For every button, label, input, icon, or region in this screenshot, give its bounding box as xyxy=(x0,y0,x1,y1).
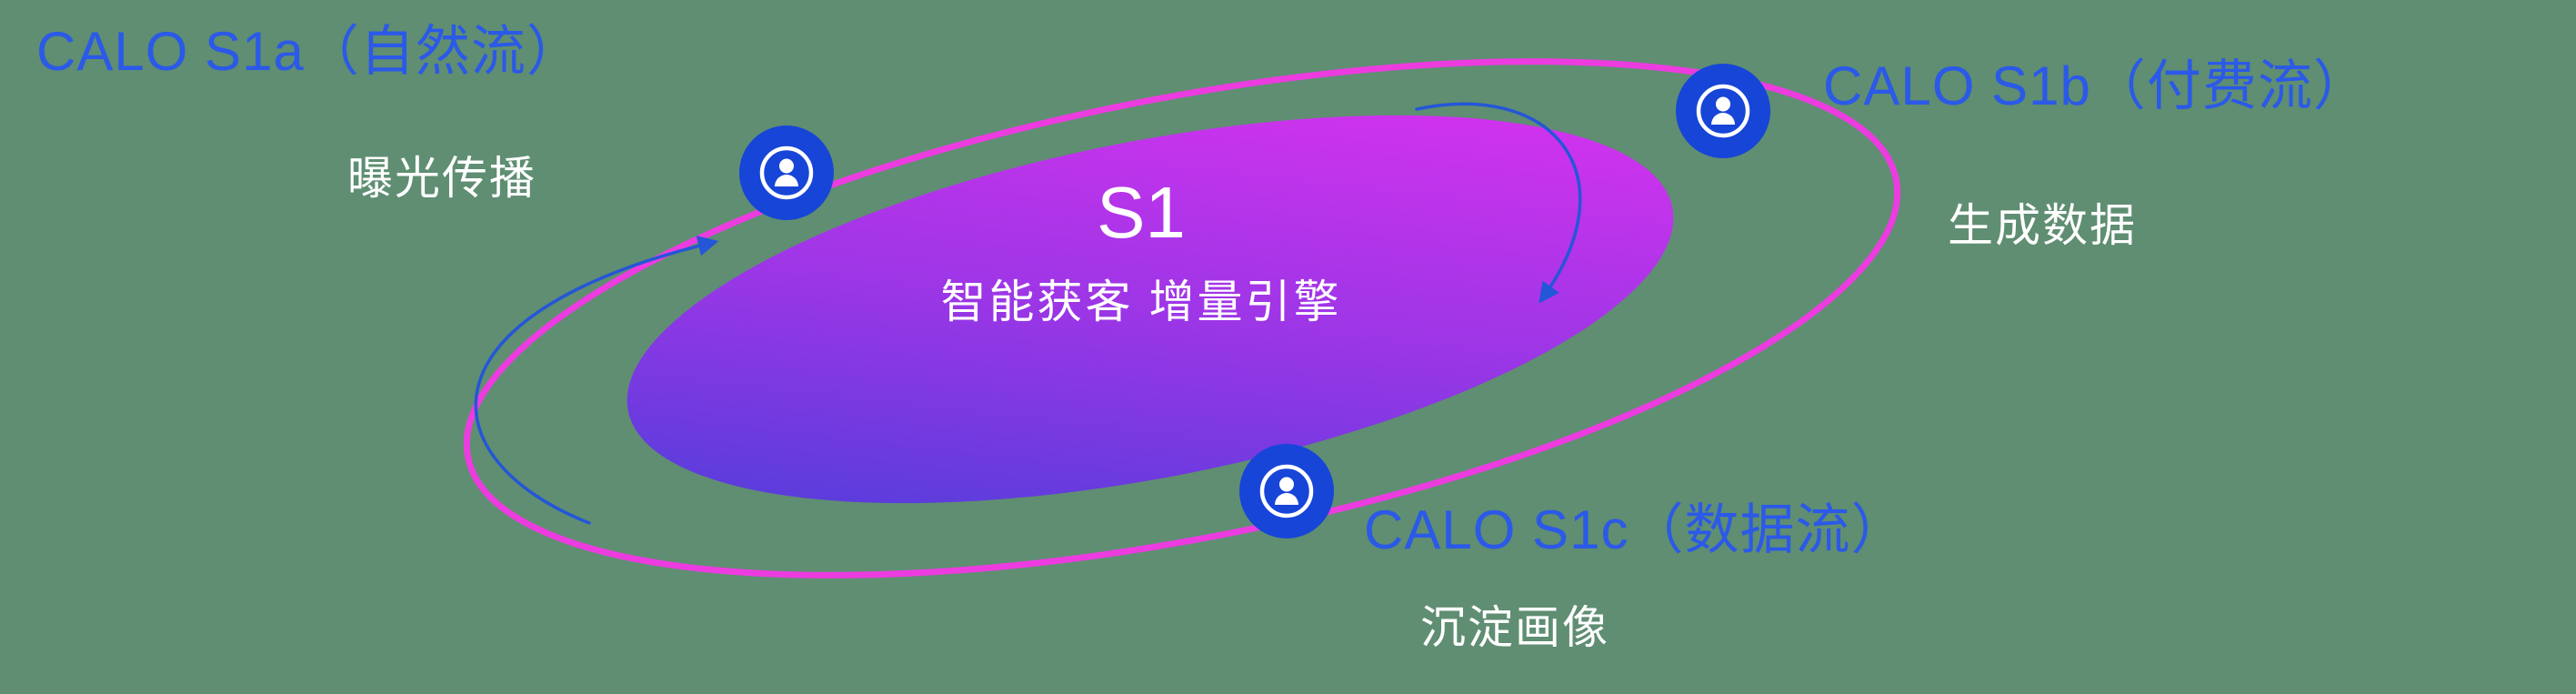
node-s1b-subtitle: 生成数据 xyxy=(1948,200,2137,251)
core-ellipse xyxy=(626,115,1674,504)
user-icon-s1c xyxy=(1239,444,1334,538)
node-s1c-subtitle: 沉淀画像 xyxy=(1420,602,1609,653)
node-s1a-title: CALO S1a（自然流） xyxy=(36,21,582,82)
orbit-ellipse xyxy=(463,58,1901,578)
node-s1c-title: CALO S1c（数据流） xyxy=(1364,499,1907,560)
user-icon-s1a xyxy=(739,126,834,220)
flow-arrow-left-icon xyxy=(474,236,719,525)
user-icon-s1b xyxy=(1676,64,1770,158)
flow-arrow-right-icon xyxy=(1415,102,1582,304)
node-s1b-title: CALO S1b（付费流） xyxy=(1823,55,2369,116)
core-label-group: S1 智能获客 增量引擎 xyxy=(832,173,1450,331)
core-title: S1 xyxy=(1097,172,1186,253)
node-s1a-subtitle: 曝光传播 xyxy=(347,153,536,204)
core-subtitle: 智能获客 增量引擎 xyxy=(940,277,1342,327)
